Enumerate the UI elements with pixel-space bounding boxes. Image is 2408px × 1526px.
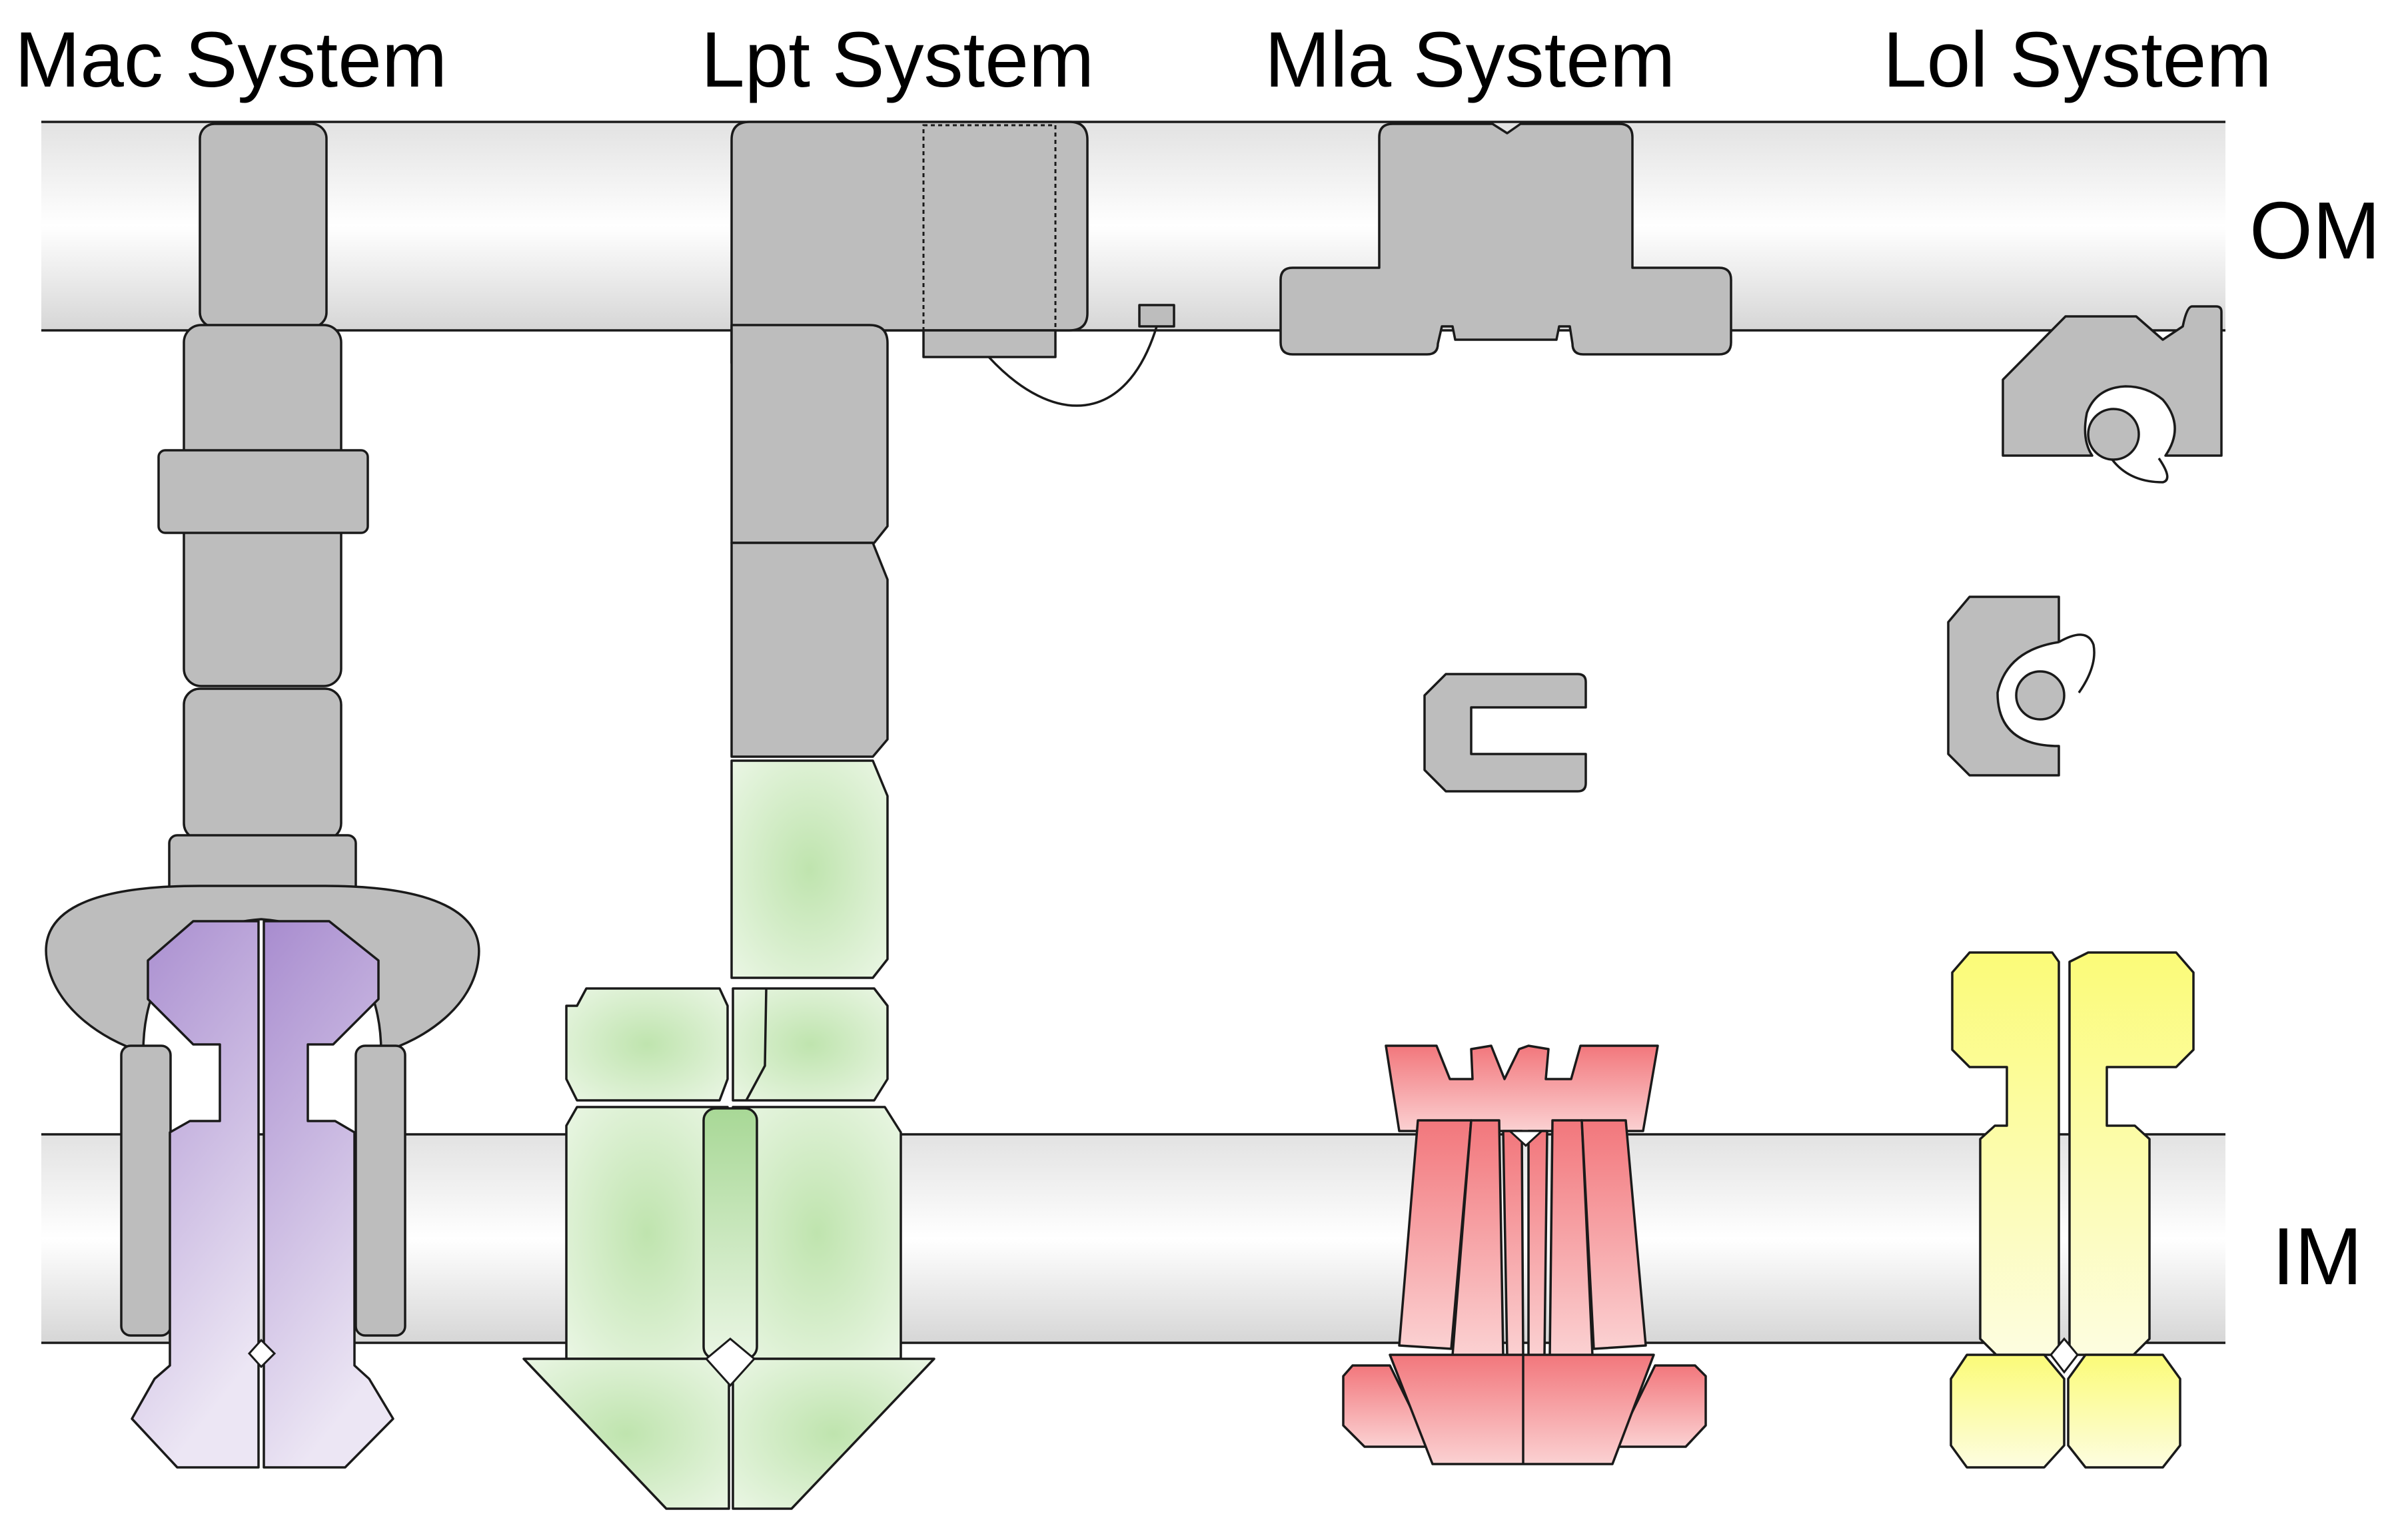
mla-outer-membrane-complex <box>1279 123 1732 356</box>
lol-periplasmic-carrier <box>1947 595 2096 777</box>
title-lol-system: Lol System <box>1883 16 2272 104</box>
title-mac-system: Mac System <box>15 16 447 104</box>
mla-periplasmic-protein <box>1423 673 1587 793</box>
mla-system <box>1279 123 1732 1465</box>
mac-periplasmic-complex <box>45 123 480 1337</box>
title-mla-system: Mla System <box>1265 16 1675 104</box>
lol-inner-membrane-complex <box>1950 951 2195 1469</box>
title-lpt-system: Lpt System <box>701 16 1094 104</box>
lpt-system <box>522 121 1175 1510</box>
inner-membrane-label: IM <box>2272 1211 2363 1302</box>
lpt-inner-membrane-complex <box>522 759 935 1510</box>
outer-membrane-label: OM <box>2249 185 2381 276</box>
mac-system <box>45 123 480 1469</box>
lol-system <box>1947 305 2223 1469</box>
outer-membrane <box>41 121 2225 332</box>
lpt-periplasmic-bridge <box>730 324 889 758</box>
mla-inner-membrane-complex <box>1342 1044 1707 1465</box>
lpt-outer-membrane-complex <box>730 121 1175 407</box>
lol-outer-membrane-protein <box>2002 305 2223 484</box>
mac-inner-membrane-transporter <box>131 920 394 1469</box>
